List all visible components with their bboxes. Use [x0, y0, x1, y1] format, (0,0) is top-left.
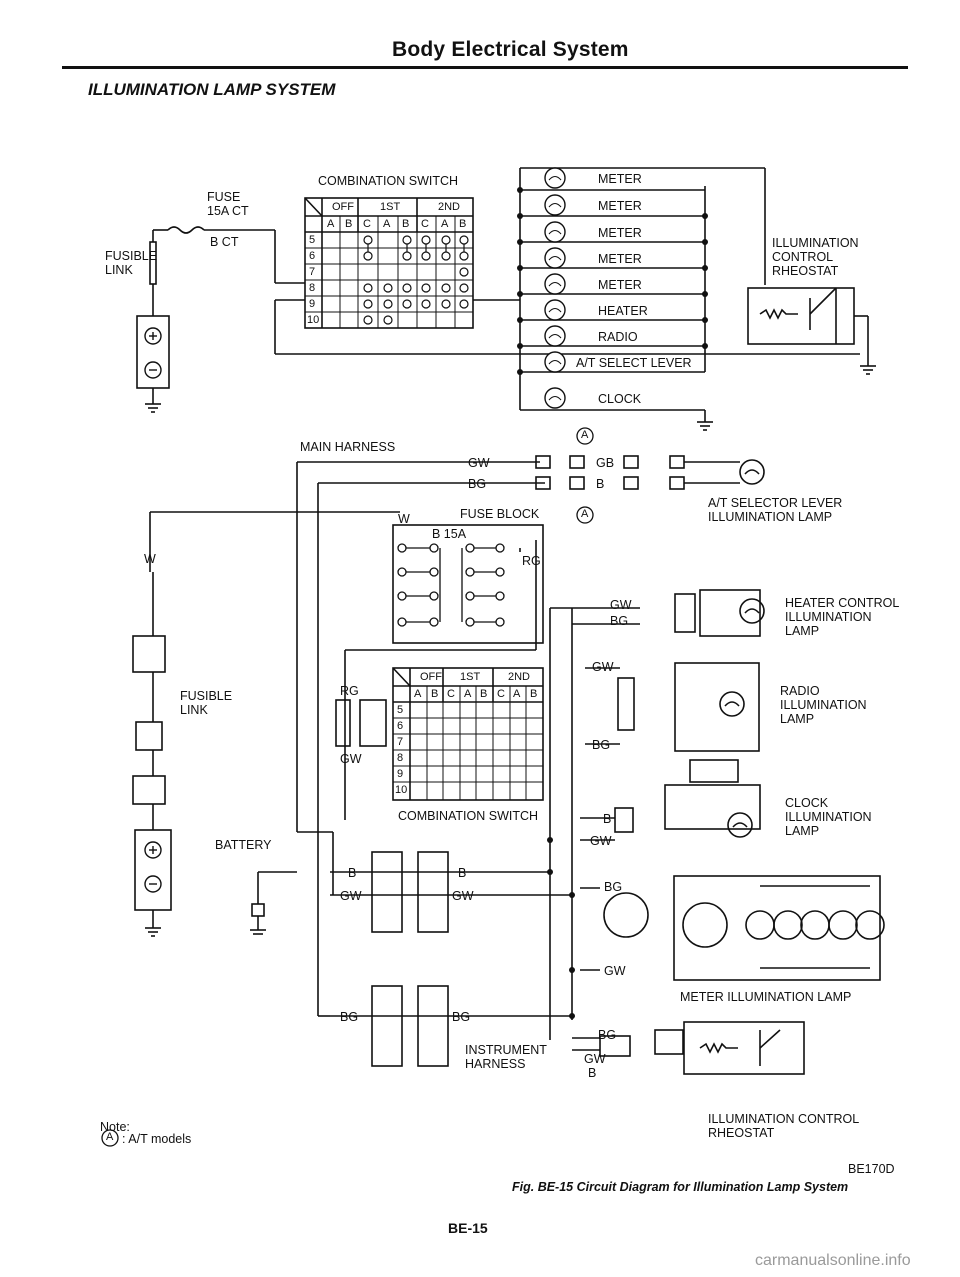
rheostat-symbol-top [747, 287, 855, 345]
wire-b-rheo: B [588, 1066, 597, 1080]
clock-lamp-symbol [727, 812, 753, 838]
bottom-table-2nd: 2ND [508, 671, 531, 683]
at-selector-lamp-symbol [739, 459, 765, 485]
wire-gw-meter: GW [604, 964, 626, 978]
wire-w-left: W [144, 552, 156, 566]
load-lamp-7 [544, 325, 566, 347]
wire-gw-rheo: GW [584, 1052, 606, 1066]
load-label-meter-1: METER [598, 172, 642, 186]
load-label-meter-5: METER [598, 278, 642, 292]
watermark: carmanualsonline.info [755, 1252, 911, 1269]
heater-label: HEATER CONTROL ILLUMINATION LAMP [785, 596, 900, 638]
instrument-harness-label: INSTRUMENT HARNESS [465, 1043, 547, 1071]
note-text: : A/T models [122, 1132, 192, 1146]
combination-switch-label-bottom: COMBINATION SWITCH [398, 809, 539, 823]
load-lamp-2 [544, 194, 566, 216]
clock-label: CLOCK ILLUMINATION LAMP [785, 796, 872, 838]
top-table-2nd: 2ND [438, 201, 461, 213]
load-lamp-8 [544, 351, 566, 373]
load-label-clock: CLOCK [598, 392, 642, 406]
wire-gw-heater: GW [610, 598, 632, 612]
load-lamp-3 [544, 221, 566, 243]
rheostat-label: ILLUMINATION CONTROL RHEOSTAT [708, 1112, 860, 1140]
meter-lamp-3 [800, 910, 830, 940]
fuse-block [392, 524, 544, 644]
load-label-heater: HEATER [598, 304, 648, 318]
load-label-radio: RADIO [598, 330, 638, 344]
top-table-1st: 1ST [380, 201, 401, 213]
wire-rg-fuse: RG [522, 554, 541, 568]
radio-lamp-symbol [719, 691, 745, 717]
fuse-block-label: FUSE BLOCK [460, 507, 540, 521]
note-title: Note: [100, 1120, 130, 1134]
wire-gw-clock: GW [590, 834, 612, 848]
caption-code: BE170D [848, 1162, 895, 1176]
header-rule [62, 66, 908, 69]
load-lamp-9 [544, 387, 566, 409]
load-label-meter-3: METER [598, 226, 642, 240]
meter-lamp-2 [773, 910, 803, 940]
wire-bg-meter: BG [604, 880, 623, 894]
at-selector-label: A/T SELECTOR LEVER ILLUMINATION LAMP [708, 496, 843, 524]
radio-label: RADIO ILLUMINATION LAMP [780, 684, 867, 726]
fusible-link-label-top: FUSIBLE LINK [105, 249, 158, 277]
a-mark-2: A [581, 508, 589, 520]
fuse-label: FUSE 15A CT [207, 190, 249, 218]
meter-illumination-label: METER ILLUMINATION LAMP [680, 990, 852, 1004]
wire-bg-radio: BG [592, 738, 611, 752]
wire-gw-inst-1: GW [340, 889, 362, 903]
caption-text: Fig. BE-15 Circuit Diagram for Illuminat… [512, 1180, 849, 1194]
wire-rg-switch: RG [340, 684, 359, 698]
bottom-table-1st: 1ST [460, 671, 481, 683]
b15a-label: B 15A [432, 527, 467, 541]
wire-b-inst-2: B [458, 866, 467, 880]
load-lamp-5 [544, 273, 566, 295]
wire-gw-radio: GW [592, 660, 614, 674]
wire-gw-inst-2: GW [452, 889, 474, 903]
load-lamp-1 [544, 167, 566, 189]
illumination-control-label: ILLUMINATION CONTROL RHEOSTAT [772, 236, 859, 278]
page-header: Body Electrical System [392, 38, 629, 61]
wire-b-clock: B [603, 812, 612, 826]
wire-b-1: B [596, 477, 605, 491]
fusible-link-label-bottom: FUSIBLE LINK [180, 689, 233, 717]
wire-bg-inst-1: BG [340, 1010, 359, 1024]
wire-gb: GB [596, 456, 615, 470]
load-lamp-6 [544, 299, 566, 321]
heater-lamp-symbol [739, 598, 765, 624]
meter-lamp-4 [828, 910, 858, 940]
top-table-off: OFF [332, 201, 354, 213]
wire-bg-inst-2: BG [452, 1010, 471, 1024]
fuse-symbol [167, 226, 205, 234]
wire-bg-rheo: BG [598, 1028, 617, 1042]
main-harness-label: MAIN HARNESS [300, 440, 396, 454]
b-ct-label: B CT [210, 235, 239, 249]
wire-w-fuse: W [398, 512, 410, 526]
wire-bg-1: BG [468, 477, 487, 491]
section-title: ILLUMINATION LAMP SYSTEM [88, 80, 336, 99]
wire-b-inst-1: B [348, 866, 357, 880]
combination-switch-label-top: COMBINATION SWITCH [318, 174, 459, 188]
load-label-at-select: A/T SELECT LEVER [576, 356, 692, 370]
wire-gw-1: GW [468, 456, 490, 470]
wire-bg-heater: BG [610, 614, 629, 628]
note-a-mark: A [106, 1131, 114, 1143]
a-mark-1: A [581, 429, 589, 441]
wire-gw-switch: GW [340, 752, 362, 766]
load-label-meter-2: METER [598, 199, 642, 213]
load-lamp-4 [544, 247, 566, 269]
meter-lamp-5 [855, 910, 885, 940]
battery-label: BATTERY [215, 838, 272, 852]
meter-lamp-1 [745, 910, 775, 940]
battery-symbol-top [136, 315, 170, 389]
load-label-meter-4: METER [598, 252, 642, 266]
bottom-table-off: OFF [420, 671, 442, 683]
page-number: BE-15 [448, 1220, 488, 1236]
